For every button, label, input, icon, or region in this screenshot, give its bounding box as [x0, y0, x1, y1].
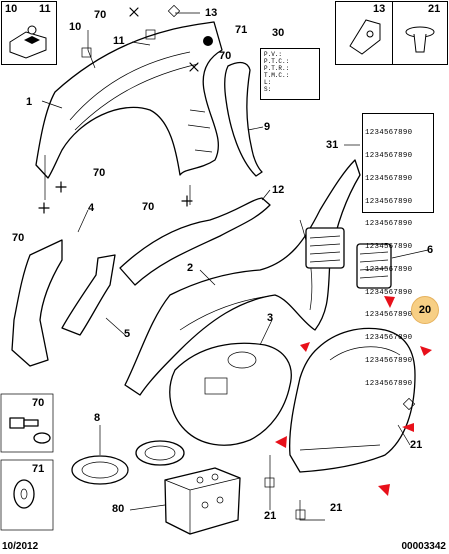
pillar-part-4[interactable] — [11, 239, 63, 367]
grid-line: 1234567890 — [365, 174, 413, 183]
callout-70[interactable]: 70 — [219, 50, 232, 62]
footer-code: 00003342 — [401, 541, 447, 552]
inset-parts-13-21: 13 21 — [335, 1, 448, 65]
red-arrows — [275, 296, 432, 496]
label-line: T.M.C.: — [264, 72, 290, 79]
label-line: S: — [264, 86, 272, 93]
callout-12[interactable]: 12 — [272, 184, 285, 196]
label-line: L: — [264, 79, 272, 86]
washer-part-71[interactable] — [13, 479, 35, 509]
wheel-arch-frame-part-12[interactable] — [119, 197, 271, 286]
grid-line: 1234567890 — [365, 243, 413, 252]
callout-10[interactable]: 10 — [69, 21, 82, 33]
footer-date: 10/2012 — [2, 541, 39, 552]
callout-70[interactable]: 70 — [93, 167, 106, 179]
callout-9[interactable]: 9 — [264, 121, 271, 133]
inset-parts-10-11: 10 11 — [1, 1, 57, 65]
wing-trim-part-9[interactable] — [224, 61, 263, 177]
label-line: P.T.C.: — [264, 58, 290, 65]
callout-21[interactable]: 21 — [264, 510, 277, 522]
callout-80[interactable]: 80 — [112, 503, 125, 515]
vent-part-6[interactable] — [305, 227, 392, 289]
inset-label-21: 21 — [428, 3, 441, 15]
callout-2[interactable]: 2 — [187, 262, 194, 274]
callout-21[interactable]: 21 — [330, 502, 343, 514]
badge-label: 20 — [418, 304, 432, 316]
callout-4[interactable]: 4 — [88, 202, 95, 214]
callout-70[interactable]: 70 — [142, 201, 155, 213]
bracket-and-clip-icon — [349, 19, 435, 55]
inset-label-11: 11 — [39, 3, 51, 15]
wheelhouse-part-3[interactable] — [169, 342, 292, 446]
grid-line: 1234567890 — [365, 357, 413, 365]
grid-line: 1234567890 — [365, 379, 413, 388]
reinforcement-part-5[interactable] — [61, 254, 116, 336]
side-label-71[interactable]: 71 — [32, 463, 45, 475]
inset-71-frame — [0, 459, 54, 531]
grid-line: 1234567890 — [365, 129, 413, 138]
label-line: P.V.: — [264, 51, 283, 58]
callout-1[interactable]: 1 — [26, 96, 33, 108]
wheel-arch-liner-part-20[interactable] — [289, 327, 416, 473]
grid-line: 1234567890 — [365, 265, 413, 274]
grid-line: 1234567890 — [365, 151, 413, 160]
label-grid-31: 1234567890 1234567890 1234567890 1234567… — [362, 113, 434, 387]
callout-3[interactable]: 3 — [267, 312, 274, 324]
callout-6[interactable]: 6 — [427, 244, 434, 256]
highlight-badge-20[interactable]: 20 — [411, 296, 439, 324]
inset-divider — [392, 2, 393, 64]
callout-71[interactable]: 71 — [235, 24, 248, 36]
callout-13[interactable]: 13 — [205, 7, 218, 19]
inner-wing-part-2[interactable] — [124, 159, 361, 396]
inset-label-13: 13 — [373, 3, 386, 15]
grid-line: 1234567890 — [365, 288, 413, 297]
clip-icon — [9, 25, 47, 59]
screw-part-70[interactable] — [9, 417, 51, 444]
front-wing-part-1[interactable] — [35, 21, 223, 179]
callout-5[interactable]: 5 — [124, 328, 131, 340]
callout-11[interactable]: 11 — [113, 35, 125, 47]
inset-label-10: 10 — [5, 3, 18, 15]
callout-31[interactable]: 31 — [326, 139, 339, 151]
side-label-70[interactable]: 70 — [32, 397, 45, 409]
callout-21[interactable]: 21 — [410, 439, 423, 451]
grid-line: 1234567890 — [365, 197, 413, 206]
connector-block-part-80[interactable] — [164, 467, 241, 535]
gasket-part-8[interactable] — [71, 440, 185, 485]
label-chart-30: P.V.: P.T.C.: P.T.R.: T.M.C.: L: S: — [260, 48, 320, 100]
callout-8[interactable]: 8 — [94, 412, 101, 424]
fastener-symbols — [38, 4, 416, 520]
callout-70[interactable]: 70 — [12, 232, 25, 244]
label-line: P.T.R.: — [264, 65, 290, 72]
grid-line: 1234567890 — [365, 220, 413, 229]
callout-70[interactable]: 70 — [94, 9, 107, 21]
inset-70-frame — [0, 393, 54, 453]
callout-30[interactable]: 30 — [272, 27, 285, 39]
grid-line: 1234567890 — [365, 334, 413, 343]
grid-line: 1234567890 — [365, 311, 413, 320]
